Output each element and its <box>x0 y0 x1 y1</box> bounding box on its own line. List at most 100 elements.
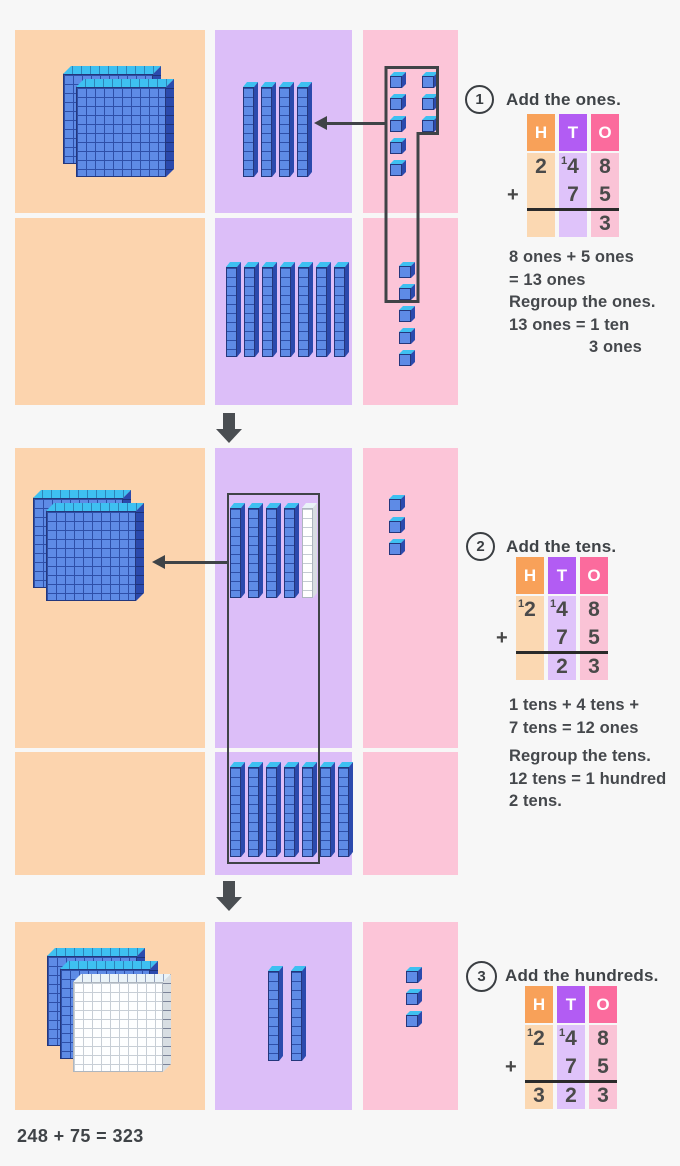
blue-ten-rod <box>266 503 281 598</box>
blue-ten-rod <box>302 762 317 857</box>
plus-column: + <box>503 986 521 1109</box>
ones-cube-column <box>390 72 406 176</box>
arrow-head <box>216 429 242 443</box>
digit: 8 <box>588 598 600 621</box>
ones-header: O <box>580 557 608 594</box>
digit: 4 <box>567 155 579 178</box>
move-to-hundreds-arrow-head <box>152 555 165 569</box>
ones-column: O 8 5 3 <box>589 986 617 1109</box>
ones-cubes <box>406 967 422 1027</box>
blue-ten-rod <box>230 503 245 598</box>
move-to-hundreds-arrow-line <box>164 560 227 564</box>
blue-ten-rod <box>320 762 335 857</box>
blue-ten-rod <box>334 262 349 357</box>
ones-cells: 8 5 3 <box>580 596 608 680</box>
panel-step1-addend2-hundreds <box>15 218 205 405</box>
notes-step1: 8 ones + 5 ones = 13 ones Regroup the on… <box>509 246 680 359</box>
blue-ten-rod <box>248 762 263 857</box>
blue-hundred-flat <box>76 79 174 177</box>
digit-cell: 3 <box>533 1084 545 1107</box>
carry-digit: 1 <box>527 1027 534 1039</box>
plus-sign: + <box>507 184 519 206</box>
note-line: 3 ones <box>589 338 642 356</box>
white-hundred-flat <box>73 974 171 1072</box>
one-cube <box>390 138 406 154</box>
carry-digit: 1 <box>561 155 568 167</box>
digit-cell: 2 <box>527 153 555 181</box>
plus-column: + <box>505 114 523 237</box>
tens-rods <box>268 966 306 1061</box>
one-cube <box>390 116 406 132</box>
digit-cell: 5 <box>597 1055 609 1078</box>
regroup-tens-outline <box>227 493 320 864</box>
next-step-arrow-icon <box>211 881 247 911</box>
arrow-stem <box>223 881 235 897</box>
blue-ten-rod <box>291 966 306 1061</box>
tens-header: T <box>557 986 585 1023</box>
one-cube <box>406 989 422 1005</box>
panel-step2-top-ones <box>363 448 458 748</box>
step-title: Add the ones. <box>506 90 621 109</box>
tens-header: T <box>548 557 576 594</box>
ones-cubes <box>389 495 405 555</box>
one-cube <box>390 160 406 176</box>
digit-cell <box>516 624 544 651</box>
regroup-ones-outline <box>384 66 439 303</box>
digit-cell: 3 <box>597 1084 609 1107</box>
digit: 4 <box>565 1027 577 1050</box>
hundreds-cells: 2 <box>527 153 555 237</box>
plus-column: + <box>494 557 512 680</box>
one-cube <box>406 1011 422 1027</box>
digit-cell: 5 <box>599 183 611 206</box>
digit-cell: 7 <box>565 1055 577 1078</box>
digit: 2 <box>524 598 536 621</box>
blue-ten-rod <box>280 262 295 357</box>
tens-rods <box>243 82 312 177</box>
note-line: Regroup the ones. <box>509 293 656 311</box>
plus-sign: + <box>505 1056 517 1078</box>
digit-cell: 7 <box>556 626 568 649</box>
digit-cell <box>559 211 587 237</box>
digit: 2 <box>533 1027 545 1050</box>
carry-digit: 1 <box>518 598 525 610</box>
hundreds-header: H <box>516 557 544 594</box>
ones-column: O 8 5 3 <box>591 114 619 237</box>
one-cube <box>390 72 406 88</box>
digit-cell: 2 <box>565 1084 577 1107</box>
digit: 4 <box>556 598 568 621</box>
digit-cell <box>525 1053 553 1080</box>
blue-ten-rod <box>268 966 283 1061</box>
one-cube <box>399 306 415 322</box>
step-number-badge: 3 <box>466 961 497 992</box>
note-line: 7 tens = 12 ones <box>509 718 639 737</box>
blue-ten-rod <box>226 262 241 357</box>
blue-ten-rod <box>279 82 294 177</box>
one-cube <box>406 967 422 983</box>
blue-hundred-flat <box>46 503 144 601</box>
step-number-badge: 2 <box>466 532 495 561</box>
note-line: Regroup the tens. <box>509 747 651 765</box>
hundreds-column: H 2 <box>527 114 555 237</box>
digit-cell: 7 <box>567 183 579 206</box>
digit-cell: 2 <box>556 655 568 678</box>
panel-step2-bottom-ones <box>363 752 458 875</box>
blue-ten-rod <box>244 262 259 357</box>
digit-cell: 8 <box>580 596 608 624</box>
note-line: 8 ones + 5 ones <box>509 248 634 266</box>
blue-ten-rod <box>262 262 277 357</box>
one-cube <box>390 94 406 110</box>
panel-step2-bottom-hundreds <box>15 752 205 875</box>
tens-rods <box>230 762 353 857</box>
